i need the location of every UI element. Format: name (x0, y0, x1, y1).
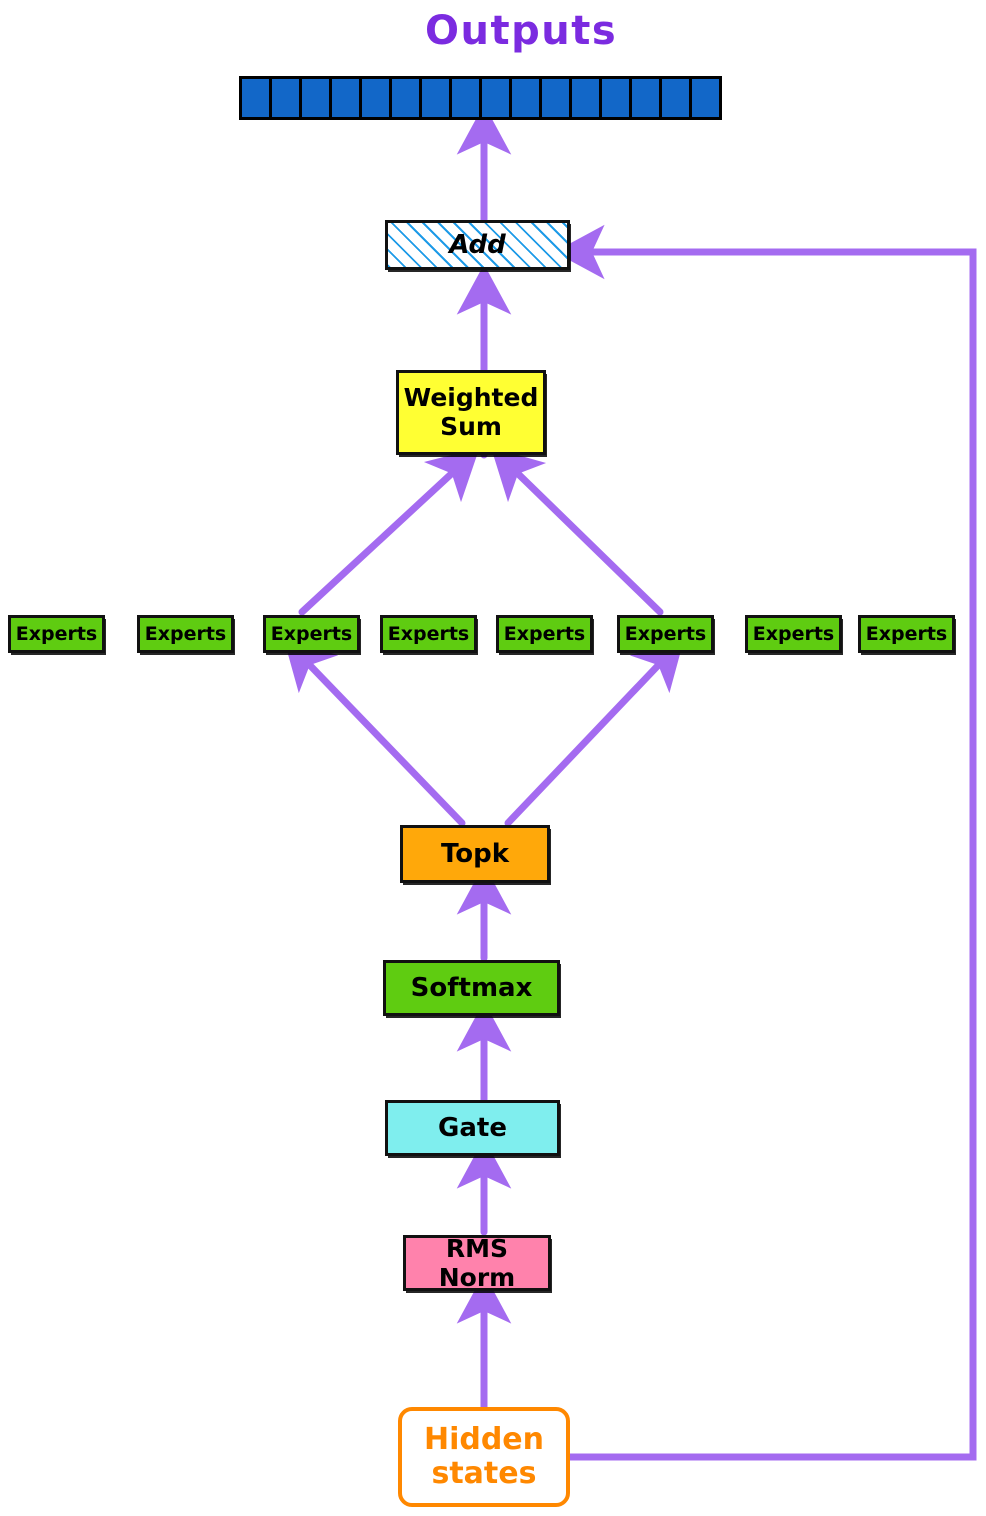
output-token-cell (572, 79, 602, 117)
output-token-cell (512, 79, 542, 117)
node-topk-label: Topk (440, 839, 510, 869)
output-token-cell (242, 79, 272, 117)
edge-topk-to-experts6 (504, 637, 685, 827)
edge-topk-to-experts3 (283, 637, 466, 827)
edge-experts3-to-weightedsum (298, 447, 480, 616)
node-hidden-states-label-line1: Hidden (423, 1422, 545, 1458)
output-token-cell (542, 79, 572, 117)
node-weighted-sum-label-line2: Sum (440, 411, 502, 441)
node-gate-label: Gate (438, 1113, 507, 1143)
node-experts-5-label: Experts (503, 623, 586, 645)
node-topk[interactable]: Topk (400, 825, 550, 883)
edge-experts6-to-weightedsum (490, 447, 664, 616)
page-title: Outputs (425, 8, 618, 54)
node-experts-1[interactable]: Experts (8, 615, 105, 653)
node-weighted-sum-label-line1: Weighted (403, 382, 539, 412)
node-experts-8-label: Experts (865, 623, 948, 645)
node-experts-5[interactable]: Experts (496, 615, 593, 653)
output-token-cell (332, 79, 362, 117)
node-experts-7-label: Experts (752, 623, 835, 645)
output-token-cell (272, 79, 302, 117)
output-token-cell (452, 79, 482, 117)
output-token-cell (362, 79, 392, 117)
node-experts-6[interactable]: Experts (617, 615, 714, 653)
output-token-cell (302, 79, 332, 117)
output-token-cell (422, 79, 452, 117)
node-rms-norm-label: RMS Norm (438, 1234, 516, 1292)
output-token-cell (602, 79, 632, 117)
node-weighted-sum[interactable]: Weighted Sum (396, 370, 546, 455)
output-token-cell (392, 79, 422, 117)
node-experts-3[interactable]: Experts (263, 615, 360, 653)
node-experts-2[interactable]: Experts (137, 615, 234, 653)
node-experts-4[interactable]: Experts (380, 615, 477, 653)
node-hidden-states-label: Hidden states (424, 1423, 544, 1490)
node-hidden-states-label-line2: states (431, 1456, 537, 1491)
node-experts-6-label: Experts (624, 623, 707, 645)
edge-residual-hiddenstates-to-add (554, 224, 977, 1461)
node-experts-1-label: Experts (15, 623, 98, 645)
outputs-token-strip (239, 76, 722, 120)
node-softmax-label: Softmax (410, 973, 533, 1003)
node-gate[interactable]: Gate (385, 1100, 560, 1156)
node-rms-norm[interactable]: RMS Norm (403, 1234, 551, 1292)
node-experts-4-label: Experts (387, 623, 470, 645)
node-softmax[interactable]: Softmax (383, 960, 560, 1016)
node-weighted-sum-label: Weighted Sum (403, 382, 539, 442)
node-add[interactable]: Add (385, 220, 570, 270)
output-token-cell (632, 79, 662, 117)
output-token-cell (662, 79, 692, 117)
node-experts-3-label: Experts (270, 623, 353, 645)
node-experts-8[interactable]: Experts (858, 615, 955, 653)
output-token-cell (482, 79, 512, 117)
node-experts-7[interactable]: Experts (745, 615, 842, 653)
output-token-cell (692, 79, 722, 117)
node-experts-2-label: Experts (144, 623, 227, 645)
node-hidden-states[interactable]: Hidden states (398, 1407, 570, 1507)
node-add-label: Add (449, 230, 506, 260)
